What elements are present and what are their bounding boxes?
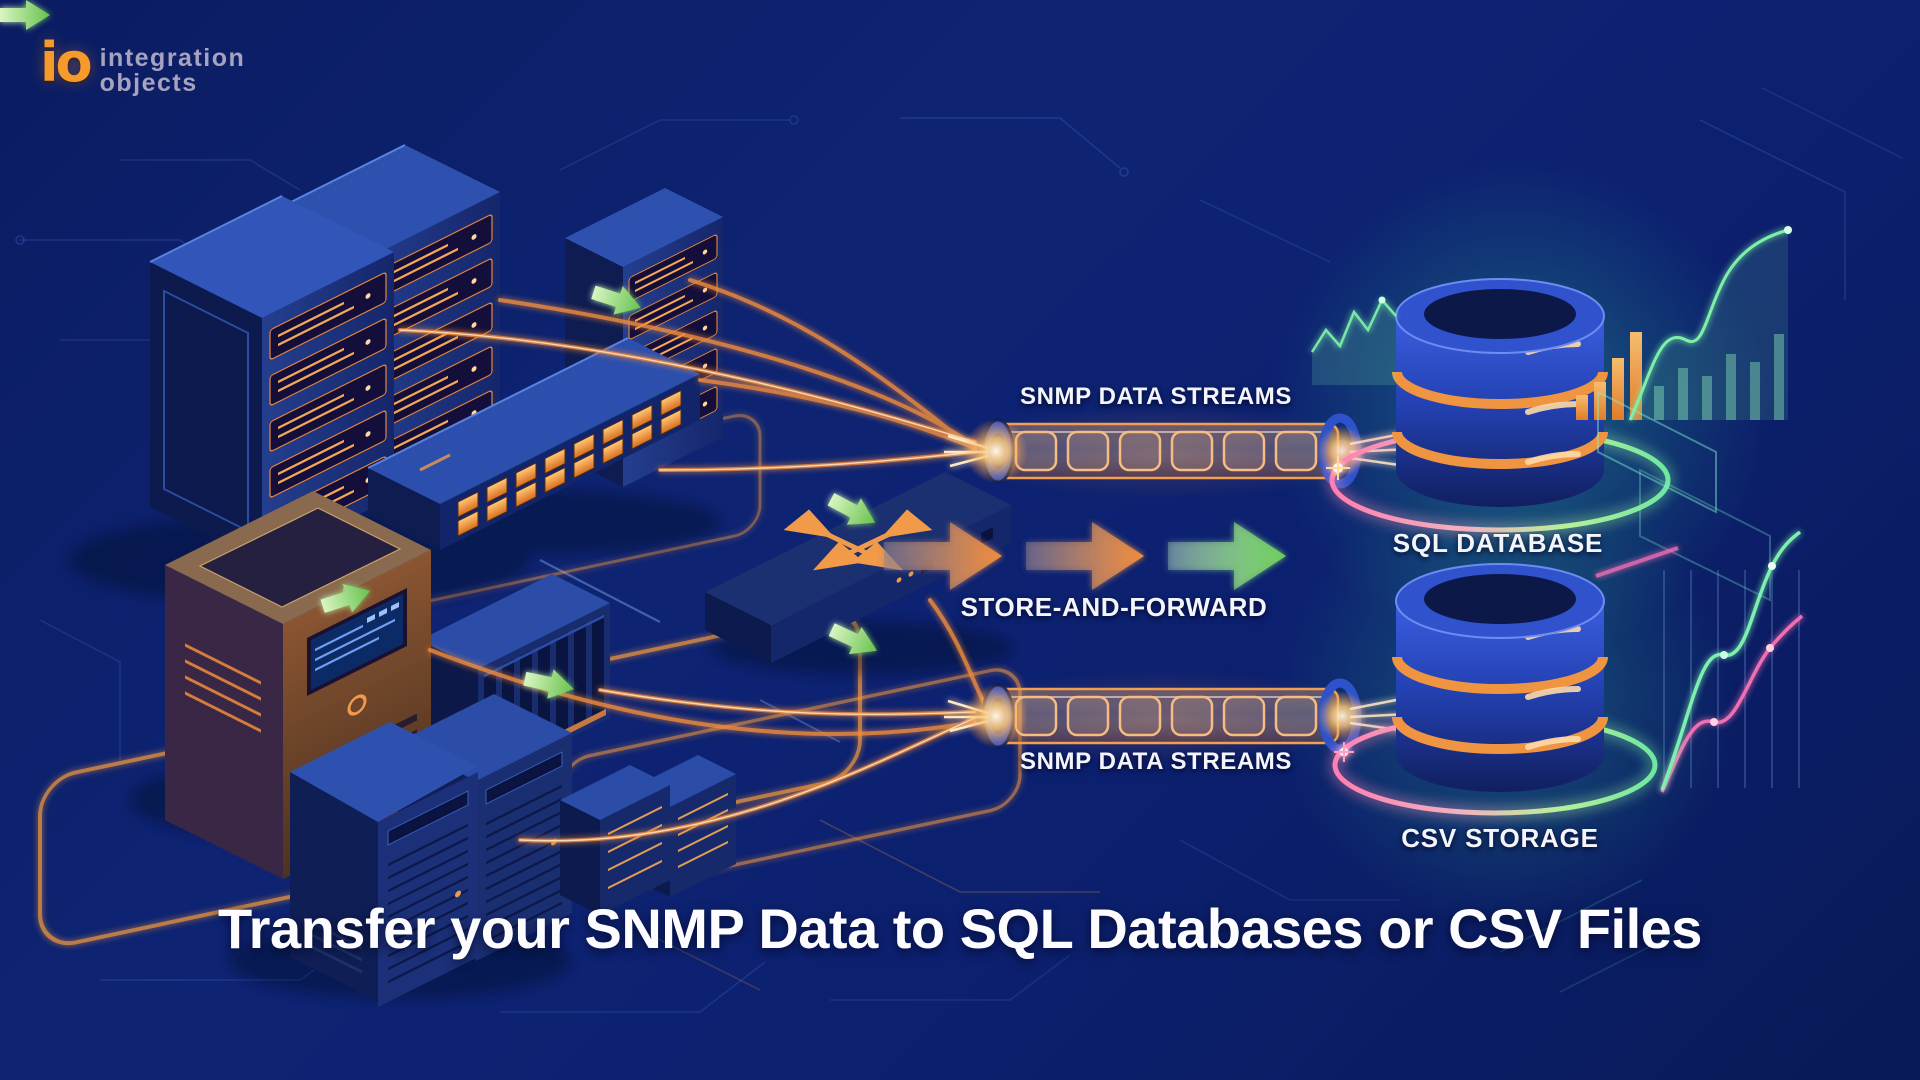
flow-arrow-icons	[0, 0, 884, 704]
sparkle-icon	[1334, 742, 1354, 762]
tower-server-front	[290, 722, 478, 1007]
chart-lines-bottomright	[1595, 530, 1804, 793]
server-rack-front	[149, 195, 394, 564]
sql-database-cylinder	[1326, 278, 1671, 533]
label-snmp-stream-top: SNMP DATA STREAMS	[1020, 383, 1292, 410]
brand-name: integration objects	[100, 46, 246, 96]
io-logo-icon: io	[40, 31, 93, 94]
mini-rack-pair	[560, 755, 736, 916]
store-forward-arrows	[884, 522, 1286, 590]
switch-ports-icon	[457, 389, 682, 537]
network-switch	[367, 337, 700, 551]
brand-line2: objects	[99, 69, 198, 97]
label-sql-database: SQL DATABASE	[1392, 528, 1604, 558]
label-snmp-stream-bottom: SNMP DATA STREAMS	[1020, 748, 1292, 775]
brand-logo: io integration objects	[40, 36, 245, 96]
page-title: Transfer your SNMP Data to SQL Databases…	[218, 897, 1702, 960]
sparkle-icon	[1326, 456, 1350, 480]
chart-green-wave-topright	[1628, 226, 1792, 421]
label-store-and-forward: STORE-AND-FORWARD	[960, 592, 1268, 622]
crossover-arrows-icon	[783, 509, 933, 571]
chart-green-area-left	[1310, 296, 1397, 385]
pipe-bottom	[944, 669, 1429, 765]
csv-storage-cylinder	[1332, 563, 1658, 816]
pipe-top	[944, 404, 1429, 500]
label-csv-storage: CSV STORAGE	[1401, 823, 1599, 853]
brand-line1: integration	[99, 44, 246, 72]
iso-panel-outlines	[1597, 390, 1771, 602]
lcd-display-icon	[307, 587, 407, 696]
